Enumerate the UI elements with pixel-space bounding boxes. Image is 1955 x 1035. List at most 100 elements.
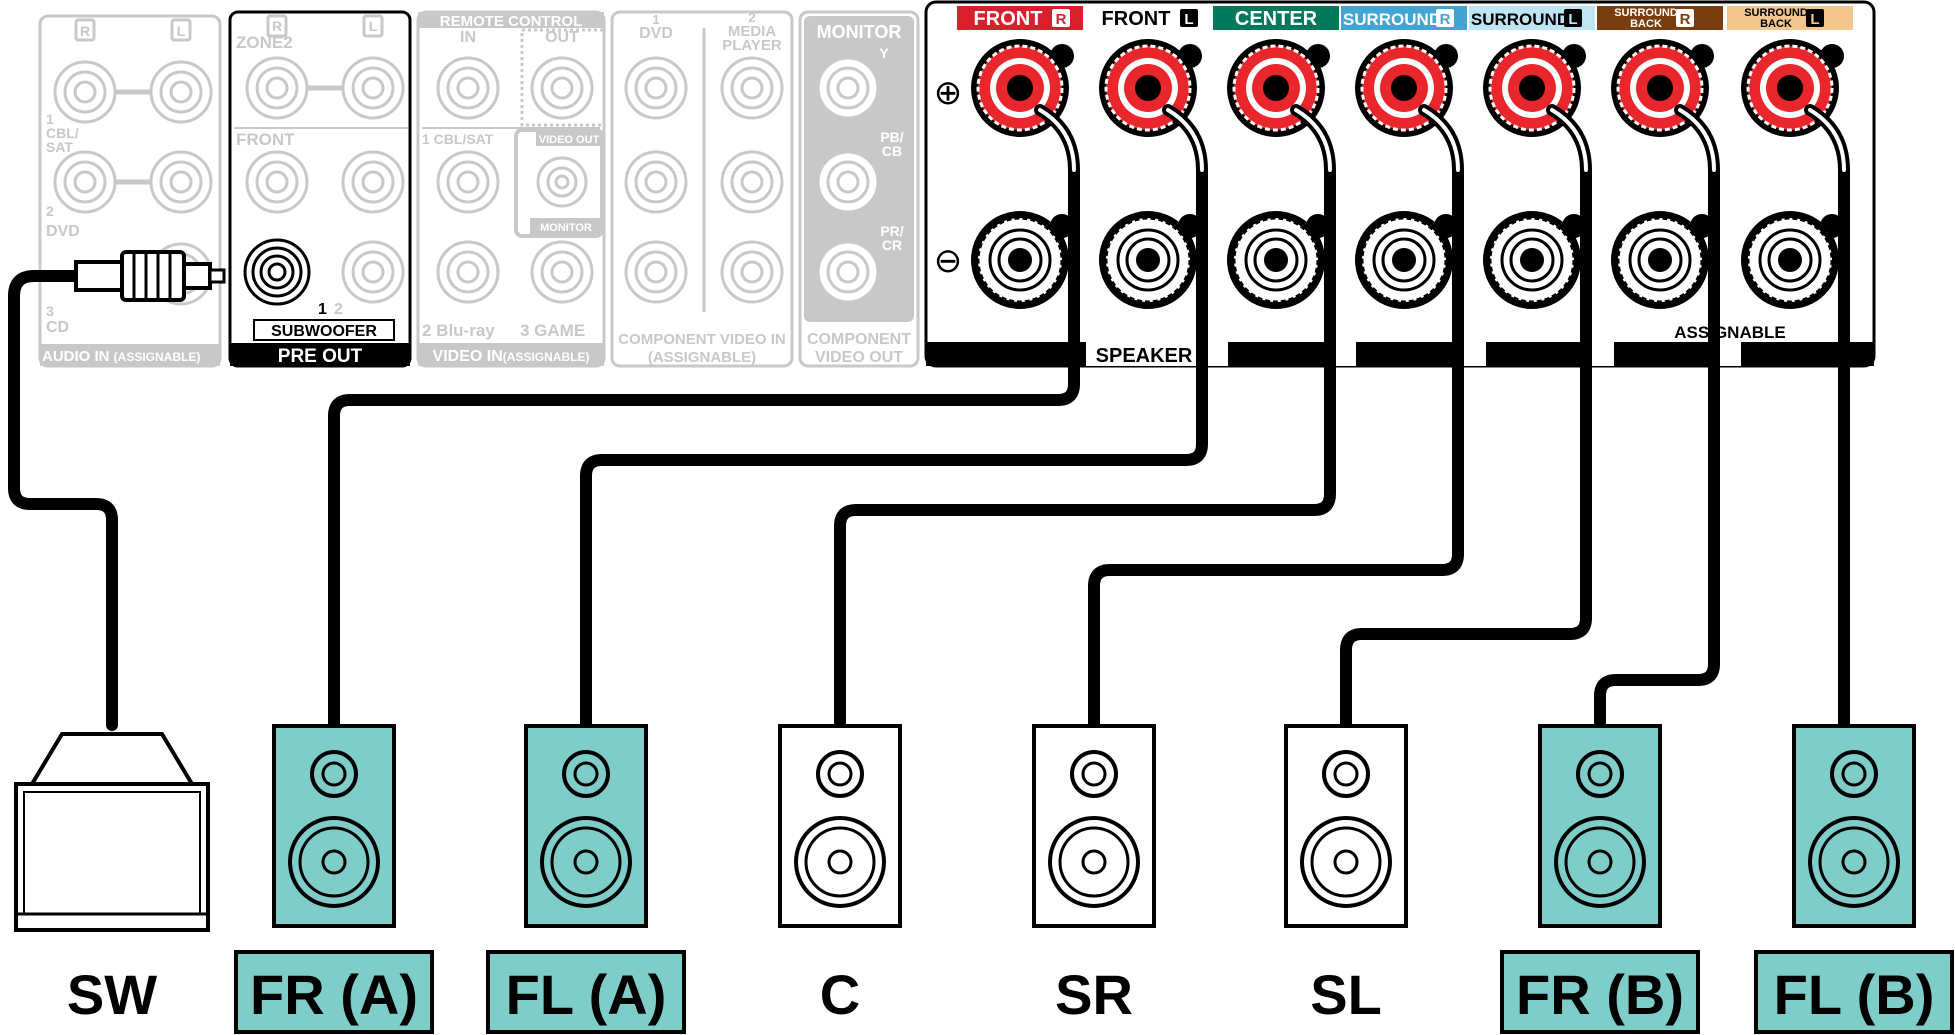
terminal-header: FRONT R — [957, 6, 1083, 30]
video-in-bluray-label: 2 Blu-ray — [422, 321, 495, 340]
pre-out-channel-r: R — [272, 18, 282, 34]
speaker-label-text: C — [820, 963, 860, 1026]
minus-terminal[interactable] — [1099, 211, 1202, 309]
audio-in-label-cbl: CBL/ — [46, 125, 79, 141]
video-in-cbl-label: 1 CBL/SAT — [422, 131, 494, 147]
video-in-panel: REMOTE CONTROL IN OUT 1 CBL/SAT VIDEO OU… — [416, 10, 606, 368]
video-monitor-label: MONITOR — [540, 222, 592, 234]
subwoofer-jack — [243, 238, 311, 306]
audio-in-label-sat: SAT — [46, 139, 73, 155]
minus-terminal[interactable] — [1355, 211, 1458, 309]
remote-control-title: REMOTE CONTROL — [440, 13, 583, 30]
terminal-side: L — [1568, 11, 1577, 28]
audio-in-channel-l: L — [177, 23, 186, 39]
assignable-footer-label: ASSIGNABLE — [1674, 323, 1785, 342]
component-out-panel: MONITOR Y PB/ CB PR/ CR COMPONENT VIDEO … — [798, 10, 920, 368]
minus-terminal[interactable] — [1741, 211, 1844, 309]
cable-sheen — [1166, 108, 1204, 172]
subwoofer-number-1: 1 — [318, 301, 327, 318]
speaker-unit — [778, 724, 902, 928]
pre-out-footer: PRE OUT — [278, 346, 363, 367]
video-in-game-label: 3 GAME — [520, 321, 585, 340]
component-in-footer-sub: (ASSIGNABLE) — [648, 349, 756, 366]
minus-terminal[interactable] — [971, 211, 1074, 309]
minus-terminal[interactable] — [1611, 211, 1714, 309]
terminal-header: FRONT L — [1102, 8, 1198, 30]
remote-in-label: IN — [460, 29, 476, 46]
plus-symbol: ⊕ — [934, 74, 963, 112]
cable-sheen — [1550, 108, 1588, 172]
rca-plug — [74, 250, 226, 302]
component-media-label: MEDIA — [728, 23, 777, 40]
speaker-label-text: FL (A) — [506, 963, 667, 1026]
pre-out-channel-l: L — [369, 18, 378, 34]
speaker-label: C — [820, 963, 860, 1026]
terminal-header: CENTER — [1213, 6, 1339, 30]
cable-sheen — [1038, 108, 1076, 172]
cable-sheen — [1294, 108, 1332, 172]
component-out-footer: COMPONENT — [807, 331, 911, 348]
terminal-name: SURROUND — [1343, 10, 1441, 29]
remote-out-label: OUT — [545, 29, 579, 46]
component-media-number: 2 — [748, 10, 755, 25]
speaker-label: SL — [1310, 963, 1382, 1026]
speaker-label-text: FR (A) — [250, 963, 418, 1026]
speaker-label-text: FR (B) — [1516, 963, 1684, 1026]
audio-in-footer: AUDIO IN (ASSIGNABLE) — [42, 348, 200, 365]
speaker-unit — [1284, 724, 1408, 928]
pre-out-zone2-label: ZONE2 — [236, 33, 293, 52]
speaker-label: FL (B) — [1754, 950, 1954, 1034]
cable-sheen — [1678, 108, 1716, 172]
audio-in-panel: R L 1 CBL/ SAT 2 DVD 3 CD AUDIO IN (ASSI… — [38, 14, 222, 368]
component-out-pr: PR/ — [880, 223, 903, 239]
terminal-side: R — [1680, 11, 1691, 28]
minus-symbol: ⊖ — [934, 242, 963, 280]
pre-out-front-label: FRONT — [236, 130, 295, 149]
terminal-name: SURROUND — [1471, 10, 1569, 29]
speaker-cables — [328, 104, 1850, 731]
speaker-unit — [1538, 724, 1662, 928]
minus-terminal[interactable] — [1227, 211, 1330, 309]
speaker-label-text: SR — [1055, 963, 1133, 1026]
speaker-label: FR (A) — [234, 950, 434, 1034]
speaker-label-text: SW — [67, 963, 157, 1026]
subwoofer-cable — [8, 250, 226, 731]
speaker-footer-label: SPEAKER — [1096, 345, 1193, 367]
terminal-side: L — [1184, 11, 1193, 28]
component-dvd-number: 1 — [652, 12, 659, 27]
component-in-footer: COMPONENT VIDEO IN — [618, 331, 786, 348]
cable-sheen — [1422, 108, 1460, 172]
terminal-name: CENTER — [1235, 8, 1318, 30]
speaker-unit — [1032, 724, 1156, 928]
terminal-side: L — [1810, 11, 1819, 28]
component-out-y: Y — [879, 45, 889, 61]
component-out-monitor-title: MONITOR — [817, 22, 902, 42]
terminal-side: R — [1056, 11, 1067, 28]
speaker-label: FL (A) — [486, 950, 686, 1034]
audio-in-label-dvd: DVD — [46, 223, 80, 240]
speaker-label: SR — [1055, 963, 1133, 1026]
subwoofer-unit — [14, 732, 210, 932]
component-player-label: PLAYER — [722, 37, 782, 54]
component-out-cb: CB — [882, 143, 902, 159]
video-in-footer: VIDEO IN(ASSIGNABLE) — [433, 348, 590, 365]
speaker-label-text: FL (B) — [1774, 963, 1935, 1026]
pre-out-panel: R L ZONE2 FRONT 1 2 SUBWOOFER PRE OUT — [228, 10, 412, 368]
speaker-unit — [1792, 724, 1916, 928]
speaker-unit — [272, 724, 396, 928]
speaker-label-text: SL — [1310, 963, 1382, 1026]
cable-sheen — [1808, 108, 1846, 172]
video-out-label: VIDEO OUT — [539, 134, 600, 146]
speaker-row: SW FR (A) FL (A) C SR SL FR (B) FL (B) — [14, 724, 1954, 1034]
component-in-panel: 1 DVD 2 MEDIA PLAYER COMPONENT VIDEO IN … — [610, 10, 794, 368]
terminal-name: FRONT — [1102, 8, 1171, 30]
terminal-side: R — [1440, 11, 1451, 28]
terminal-name: FRONT — [974, 8, 1043, 30]
component-out-cr: CR — [882, 237, 902, 253]
